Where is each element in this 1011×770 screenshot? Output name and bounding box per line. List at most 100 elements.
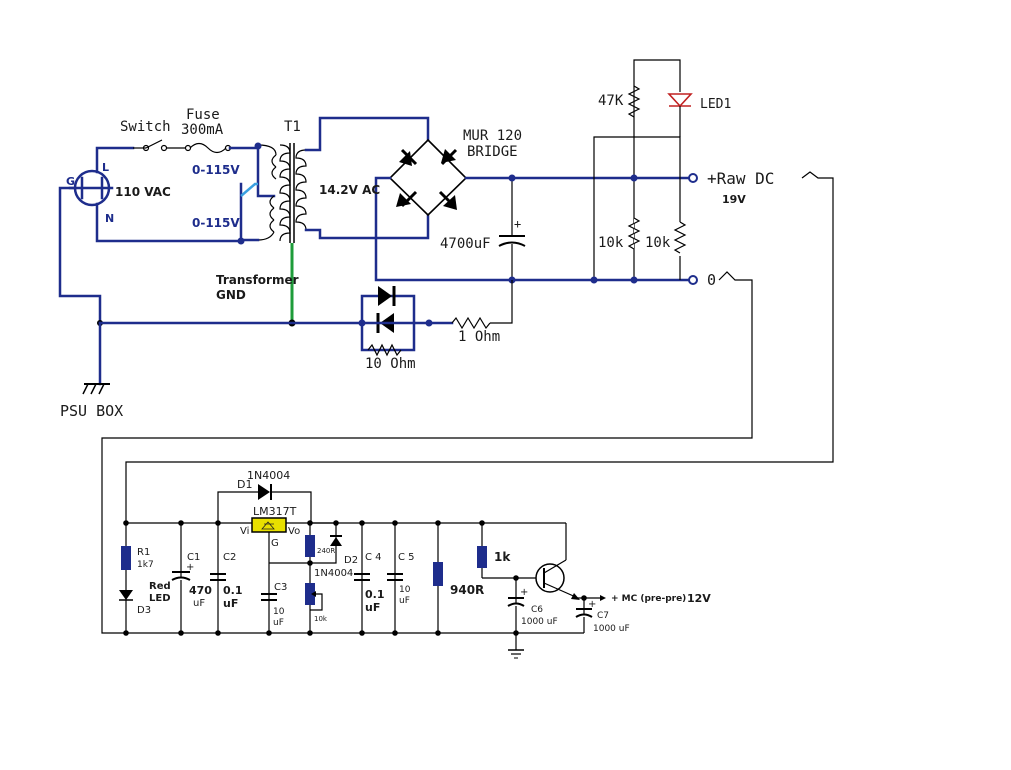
label-c1-plus: + bbox=[186, 562, 194, 573]
label-r-1ohm: 1 Ohm bbox=[458, 329, 500, 345]
label-c7-plus: + bbox=[588, 599, 596, 610]
label-r-10ohm: 10 Ohm bbox=[365, 356, 416, 372]
resistor-10k-a bbox=[627, 217, 641, 250]
label-r-10k-b: 10k bbox=[645, 235, 671, 251]
label-plug-l: L bbox=[102, 161, 109, 174]
label-t1: T1 bbox=[284, 119, 301, 135]
dc-bus bbox=[510, 59, 698, 285]
label-fuse: Fuse bbox=[186, 107, 220, 123]
raw-dc-terminal bbox=[688, 173, 698, 183]
mains-input bbox=[58, 139, 260, 325]
label-c7: C7 bbox=[597, 611, 609, 621]
label-c2-val-2: uF bbox=[223, 597, 238, 610]
primary-wiring bbox=[97, 142, 277, 326]
label-c5: C 5 bbox=[398, 552, 415, 563]
label-primary-bottom: 0-115V bbox=[192, 216, 240, 230]
label-led-red-1: Red bbox=[149, 581, 171, 592]
label-c4-val-1: 0.1 bbox=[365, 588, 385, 601]
led-d3 bbox=[119, 590, 133, 600]
label-c3-val-1: 10 bbox=[273, 607, 285, 617]
label-r1: R1 bbox=[137, 547, 150, 558]
label-c1-val-2: uF bbox=[193, 598, 205, 609]
tap-selector bbox=[240, 182, 258, 197]
label-vo: Vo bbox=[288, 526, 300, 537]
label-plug-n: N bbox=[105, 212, 114, 225]
label-c1-val-1: 470 bbox=[189, 584, 212, 597]
transformer-t1 bbox=[279, 143, 307, 327]
transistor bbox=[535, 563, 565, 593]
potentiometer-10k bbox=[305, 583, 315, 605]
label-secondary: 14.2V AC bbox=[319, 183, 380, 197]
label-c5-val-1: 10 bbox=[399, 585, 411, 595]
resistor-1-ohm bbox=[451, 316, 491, 330]
label-output-v: 12V bbox=[687, 592, 711, 605]
resistor-940r bbox=[433, 562, 443, 586]
bridge-rectifier bbox=[374, 138, 514, 282]
interconnect-wires bbox=[101, 171, 834, 634]
label-pot-10k: 10k bbox=[314, 615, 328, 623]
label-c4: C 4 bbox=[365, 552, 382, 563]
diode-d1 bbox=[258, 484, 270, 500]
label-raw-dc-v: 19V bbox=[722, 193, 746, 206]
label-led1: LED1 bbox=[700, 97, 731, 112]
resistor-47k bbox=[627, 85, 641, 118]
label-r1-val: 1k7 bbox=[137, 560, 154, 570]
label-raw-dc: +Raw DC bbox=[707, 169, 774, 188]
label-transformer-gnd-1: Transformer bbox=[216, 273, 299, 287]
lm317-regulator bbox=[251, 517, 287, 533]
label-vi: Vi bbox=[240, 526, 249, 537]
filter-capacitor bbox=[498, 174, 526, 284]
chassis-ground bbox=[82, 321, 110, 395]
ground-lift-network bbox=[98, 280, 513, 357]
label-primary-top: 0-115V bbox=[192, 163, 240, 177]
resistor-1k bbox=[477, 546, 487, 568]
label-mains: 110 VAC bbox=[115, 185, 171, 199]
label-d2: D2 bbox=[344, 555, 358, 566]
label-r-10k-a: 10k bbox=[598, 235, 624, 251]
resistor-240r bbox=[305, 535, 315, 557]
label-c5-val-2: uF bbox=[399, 596, 410, 606]
label-fuse-rating: 300mA bbox=[181, 122, 224, 138]
label-c3: C3 bbox=[274, 582, 287, 593]
label-r-47k: 47K bbox=[598, 93, 624, 109]
label-r-240: 240R bbox=[317, 547, 335, 555]
resistor-10k-b bbox=[673, 221, 687, 254]
label-d1-part: 1N4004 bbox=[247, 469, 290, 482]
label-r-940: 940R bbox=[450, 583, 484, 597]
label-plug-g: G bbox=[66, 175, 75, 188]
label-cap-plus: + bbox=[514, 217, 521, 231]
resistor-r1 bbox=[121, 546, 131, 570]
label-out-zero: 0 bbox=[707, 271, 716, 289]
label-switch: Switch bbox=[120, 119, 171, 135]
label-c4-val-2: uF bbox=[365, 601, 380, 614]
label-c2: C2 bbox=[223, 552, 236, 563]
label-output: + MC (pre-pre) bbox=[611, 594, 686, 604]
label-g: G bbox=[271, 538, 279, 549]
label-c1: C1 bbox=[187, 552, 200, 563]
label-r-1k: 1k bbox=[494, 550, 511, 564]
label-d3: D3 bbox=[137, 605, 151, 616]
label-cap-main: 4700uF bbox=[440, 236, 491, 252]
diode-d2 bbox=[330, 537, 342, 546]
label-c7-val: 1000 uF bbox=[593, 624, 630, 634]
fuse-symbol bbox=[189, 142, 227, 154]
label-c6: C6 bbox=[531, 605, 543, 615]
label-c2-val-1: 0.1 bbox=[223, 584, 243, 597]
label-d1: D1 bbox=[237, 478, 252, 491]
led1-symbol bbox=[667, 93, 693, 108]
label-lm317: LM317T bbox=[253, 505, 297, 518]
zero-terminal bbox=[688, 275, 698, 285]
label-c6-plus: + bbox=[520, 587, 528, 598]
resistor-10-ohm bbox=[367, 343, 402, 357]
label-transformer-gnd-2: GND bbox=[216, 288, 246, 302]
label-bridge-2: BRIDGE bbox=[467, 144, 518, 160]
secondary-wiring bbox=[304, 116, 430, 240]
label-led-red-2: LED bbox=[149, 593, 171, 604]
label-c6-val: 1000 uF bbox=[521, 617, 558, 627]
label-psu-box: PSU BOX bbox=[60, 402, 123, 420]
label-d2-part: 1N4004 bbox=[314, 568, 353, 579]
label-c3-val-2: uF bbox=[273, 618, 284, 628]
label-bridge-1: MUR 120 bbox=[463, 128, 522, 144]
regulator-circuit bbox=[119, 484, 606, 659]
